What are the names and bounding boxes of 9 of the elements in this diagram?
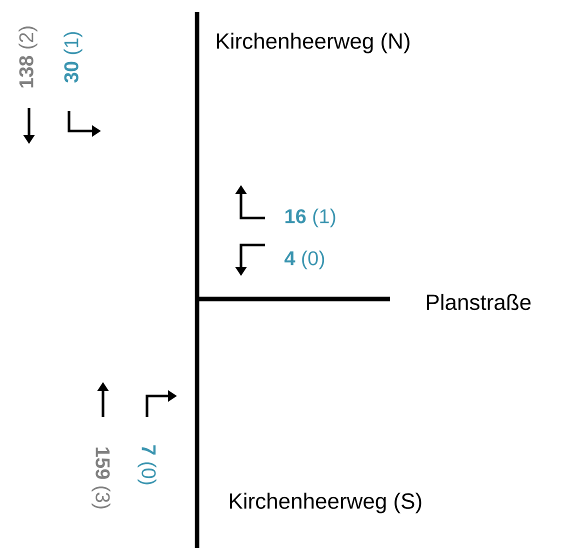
street-name: Kirchenheerweg (S): [230, 492, 422, 514]
traffic-count: 4 (0): [284, 250, 324, 270]
street-name: Planstraße: [427, 294, 531, 310]
traffic-count: 138 (2): [18, 26, 38, 88]
traffic-count: 16 (1): [285, 208, 336, 228]
street-name: Kirchenheerweg (N): [217, 32, 410, 54]
traffic-count: 159 (3): [92, 448, 110, 508]
traffic-count: 30 (1): [64, 32, 82, 83]
traffic-count: 7 (0): [138, 445, 156, 484]
